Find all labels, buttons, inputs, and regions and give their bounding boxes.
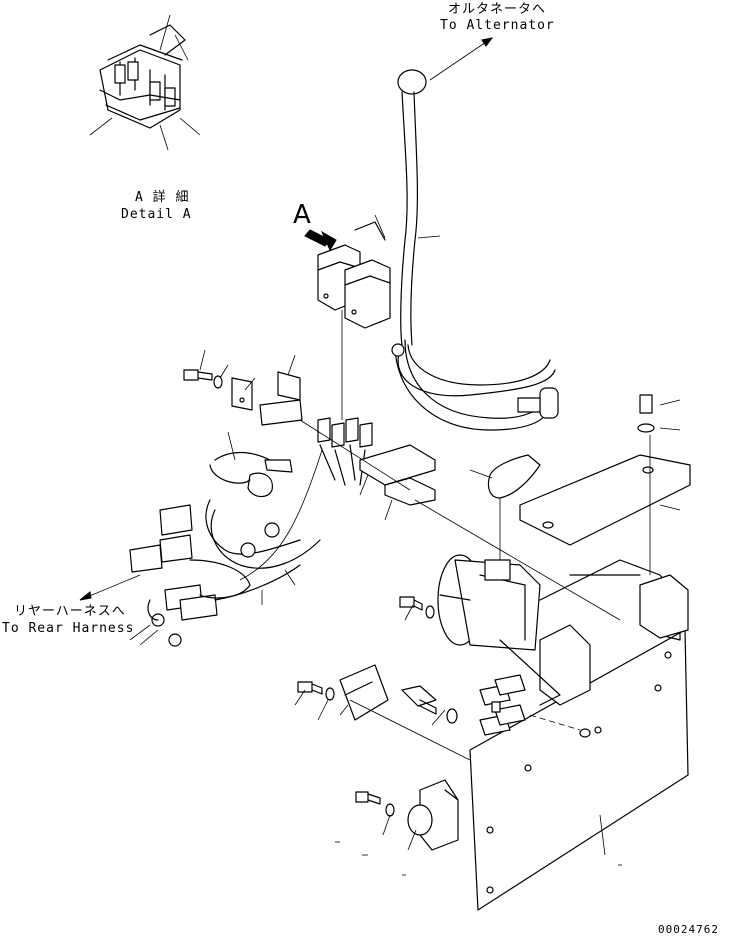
fasteners-middle [294,596,458,726]
cover-plate [519,394,691,575]
bottom-switch [355,779,606,856]
bolt-and-brackets [183,349,303,426]
fuse-block [339,664,471,761]
to-alternator-jp-label: オルタネータへ [448,2,547,17]
terminal-strip [317,417,373,486]
view-a-marker: A [293,200,311,230]
drawing-number: 00024762 [658,923,719,936]
alternator-cable [391,37,559,431]
detail-a-callouts [89,14,201,151]
battery-relay [437,554,541,651]
detail-a-relay-block [99,24,186,129]
plate-relays [479,674,591,738]
tick-marks [335,841,622,876]
terminal-boot [469,454,541,565]
detail-a-jp-label: A 詳 細 [135,190,190,205]
left-harness [79,431,323,647]
to-rear-harness-en-label: To Rear Harness [2,621,135,636]
view-a-arrow [304,229,337,252]
main-panel [469,559,689,911]
to-alternator-en-label: To Alternator [440,18,555,33]
to-rear-harness-jp-label: リヤーハーネスへ [14,604,126,619]
detail-a-en-label: Detail A [121,207,192,222]
angle-brackets [299,419,621,621]
relay-pair [317,214,391,420]
